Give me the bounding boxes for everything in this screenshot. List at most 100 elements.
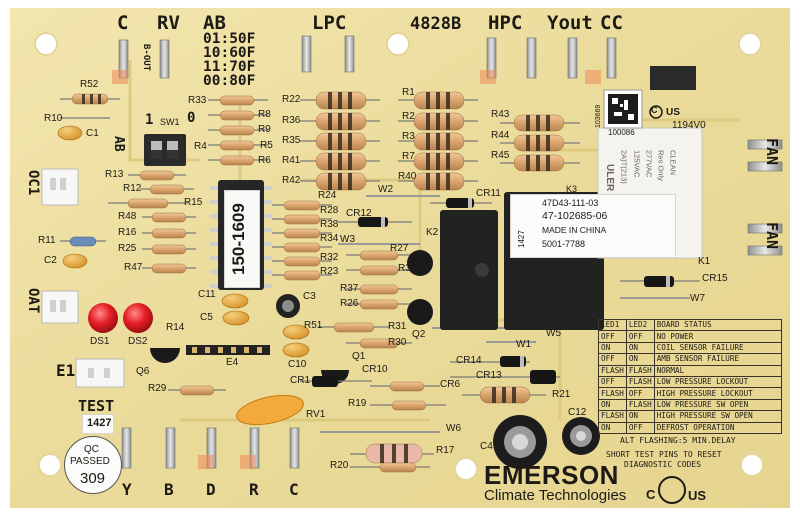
relay-code: 5001-7788 xyxy=(542,239,586,249)
table-cell: ON xyxy=(598,341,627,355)
brand-c-mark: C xyxy=(646,487,656,502)
table-cell: FLASH xyxy=(598,410,627,423)
refdes-cr13: CR13 xyxy=(476,370,502,381)
table-cell: FLASH xyxy=(625,364,655,377)
dip-sw1-label: SW1 xyxy=(160,117,180,127)
table-cell: NO POWER xyxy=(653,330,783,343)
refdes-w7: W7 xyxy=(690,293,705,304)
table-cell: ON xyxy=(598,398,627,412)
qr-top-number: 100086 xyxy=(608,128,635,137)
table-cell: COIL SENSOR FAILURE xyxy=(653,341,783,355)
refdes-cr14: CR14 xyxy=(456,355,482,366)
refdes-r26: R26 xyxy=(340,298,359,309)
qc-passed-sticker xyxy=(64,436,122,494)
right-relay-line5: CLEAN xyxy=(668,150,678,176)
table-cell: LOW PRESSURE LOCKOUT xyxy=(653,375,783,389)
brand-ul-icon xyxy=(658,476,686,504)
refdes-rv1: RV1 xyxy=(306,409,326,420)
table-cell: HIGH PRESSURE SW OPEN xyxy=(653,410,783,423)
test-pins[interactable] xyxy=(76,359,124,387)
refdes-r16: R16 xyxy=(118,227,137,238)
refdes-cr15: CR15 xyxy=(702,273,728,284)
oat-connector[interactable] xyxy=(42,291,78,323)
refdes-cr6: CR6 xyxy=(440,379,461,390)
ul-c-mark: C xyxy=(651,105,658,115)
refdes-r14: R14 xyxy=(166,322,185,333)
terminal-d-label: D xyxy=(206,480,216,499)
oc1-connector[interactable] xyxy=(42,169,78,205)
refdes-c12: C12 xyxy=(568,407,587,418)
refdes-q1: Q1 xyxy=(352,351,366,362)
terminal-b-label: B xyxy=(164,480,174,499)
relay-part-number: 47-102685-06 xyxy=(542,210,608,222)
dip-switch[interactable] xyxy=(144,134,186,166)
refdes-r8: R8 xyxy=(258,109,271,120)
chip-label: 150-1609 xyxy=(229,203,248,275)
e1-label: E1 xyxy=(56,361,76,380)
oat-label: OAT xyxy=(25,288,41,314)
refdes-cr11: CR11 xyxy=(476,188,501,199)
oc1-label: OC1 xyxy=(25,170,41,196)
refdes-r5: R5 xyxy=(260,140,273,151)
refdes-cr1: CR1 xyxy=(290,375,311,386)
brand-tagline: Climate Technologies xyxy=(484,487,627,504)
refdes-r15: R15 xyxy=(184,197,203,208)
table-cell: HIGH PRESSURE LOCKOUT xyxy=(653,387,783,400)
relay-origin: MADE IN CHINA xyxy=(542,225,607,235)
refdes-r33: R33 xyxy=(188,95,207,106)
refdes-r1: R1 xyxy=(402,87,415,98)
dip-ab-label: AB xyxy=(111,136,126,152)
status-table-header: LED1 LED2 BOARD STATUS xyxy=(598,318,783,332)
refdes-q2: Q2 xyxy=(412,329,426,340)
refdes-c10: C10 xyxy=(288,359,307,370)
table-cell: FLASH xyxy=(625,398,655,412)
refdes-r25: R25 xyxy=(118,243,137,254)
refdes-r51: R51 xyxy=(304,320,323,331)
table-cell: OFF xyxy=(598,375,627,389)
refdes-r24: R24 xyxy=(318,190,337,201)
refdes-r21: R21 xyxy=(552,389,571,400)
test-label: TEST xyxy=(78,397,115,415)
header-led2: LED2 xyxy=(625,318,655,332)
fan-bottom-label: FAN xyxy=(763,222,781,250)
refdes-r48: R48 xyxy=(118,211,137,222)
ab-table-row-4: 00:80F xyxy=(203,73,256,89)
b-out-label: B-OUT xyxy=(141,44,151,72)
refdes-r9: R9 xyxy=(258,124,271,135)
refdes-r47: R47 xyxy=(124,262,143,273)
refdes-r17: R17 xyxy=(436,445,455,456)
ul-us-mark: US xyxy=(666,107,680,118)
table-cell: OFF xyxy=(625,387,655,400)
refdes-ds1: DS1 xyxy=(90,336,110,347)
header-board-status: BOARD STATUS xyxy=(653,318,783,332)
refdes-r41: R41 xyxy=(282,155,301,166)
header-led1: LED1 xyxy=(598,318,627,332)
refdes-r34: R34 xyxy=(320,233,339,244)
terminal-rv-label: RV xyxy=(157,12,180,34)
qc-line2: PASSED xyxy=(70,456,110,467)
qr-side-number: 103669 xyxy=(595,104,602,128)
refdes-r52: R52 xyxy=(80,79,99,90)
refdes-r10: R10 xyxy=(44,113,63,124)
right-relay-line4: Res Only xyxy=(656,150,666,181)
note-short-test: SHORT TEST PINS TO RESET xyxy=(606,450,722,459)
test-number-sticker xyxy=(82,414,114,434)
right-relay-brand: ULER xyxy=(604,164,615,192)
refdes-r28: R28 xyxy=(320,205,339,216)
table-cell: OFF xyxy=(625,330,655,343)
refdes-r12: R12 xyxy=(123,183,142,194)
refdes-r20: R20 xyxy=(330,460,349,471)
table-cell: ON xyxy=(598,421,627,434)
refdes-r3: R3 xyxy=(402,131,415,142)
table-cell: FLASH xyxy=(598,387,627,400)
refdes-c3: C3 xyxy=(303,291,316,302)
refdes-r45: R45 xyxy=(491,150,510,161)
dip-zero-label: 0 xyxy=(187,110,196,126)
refdes-c5: C5 xyxy=(200,312,213,323)
